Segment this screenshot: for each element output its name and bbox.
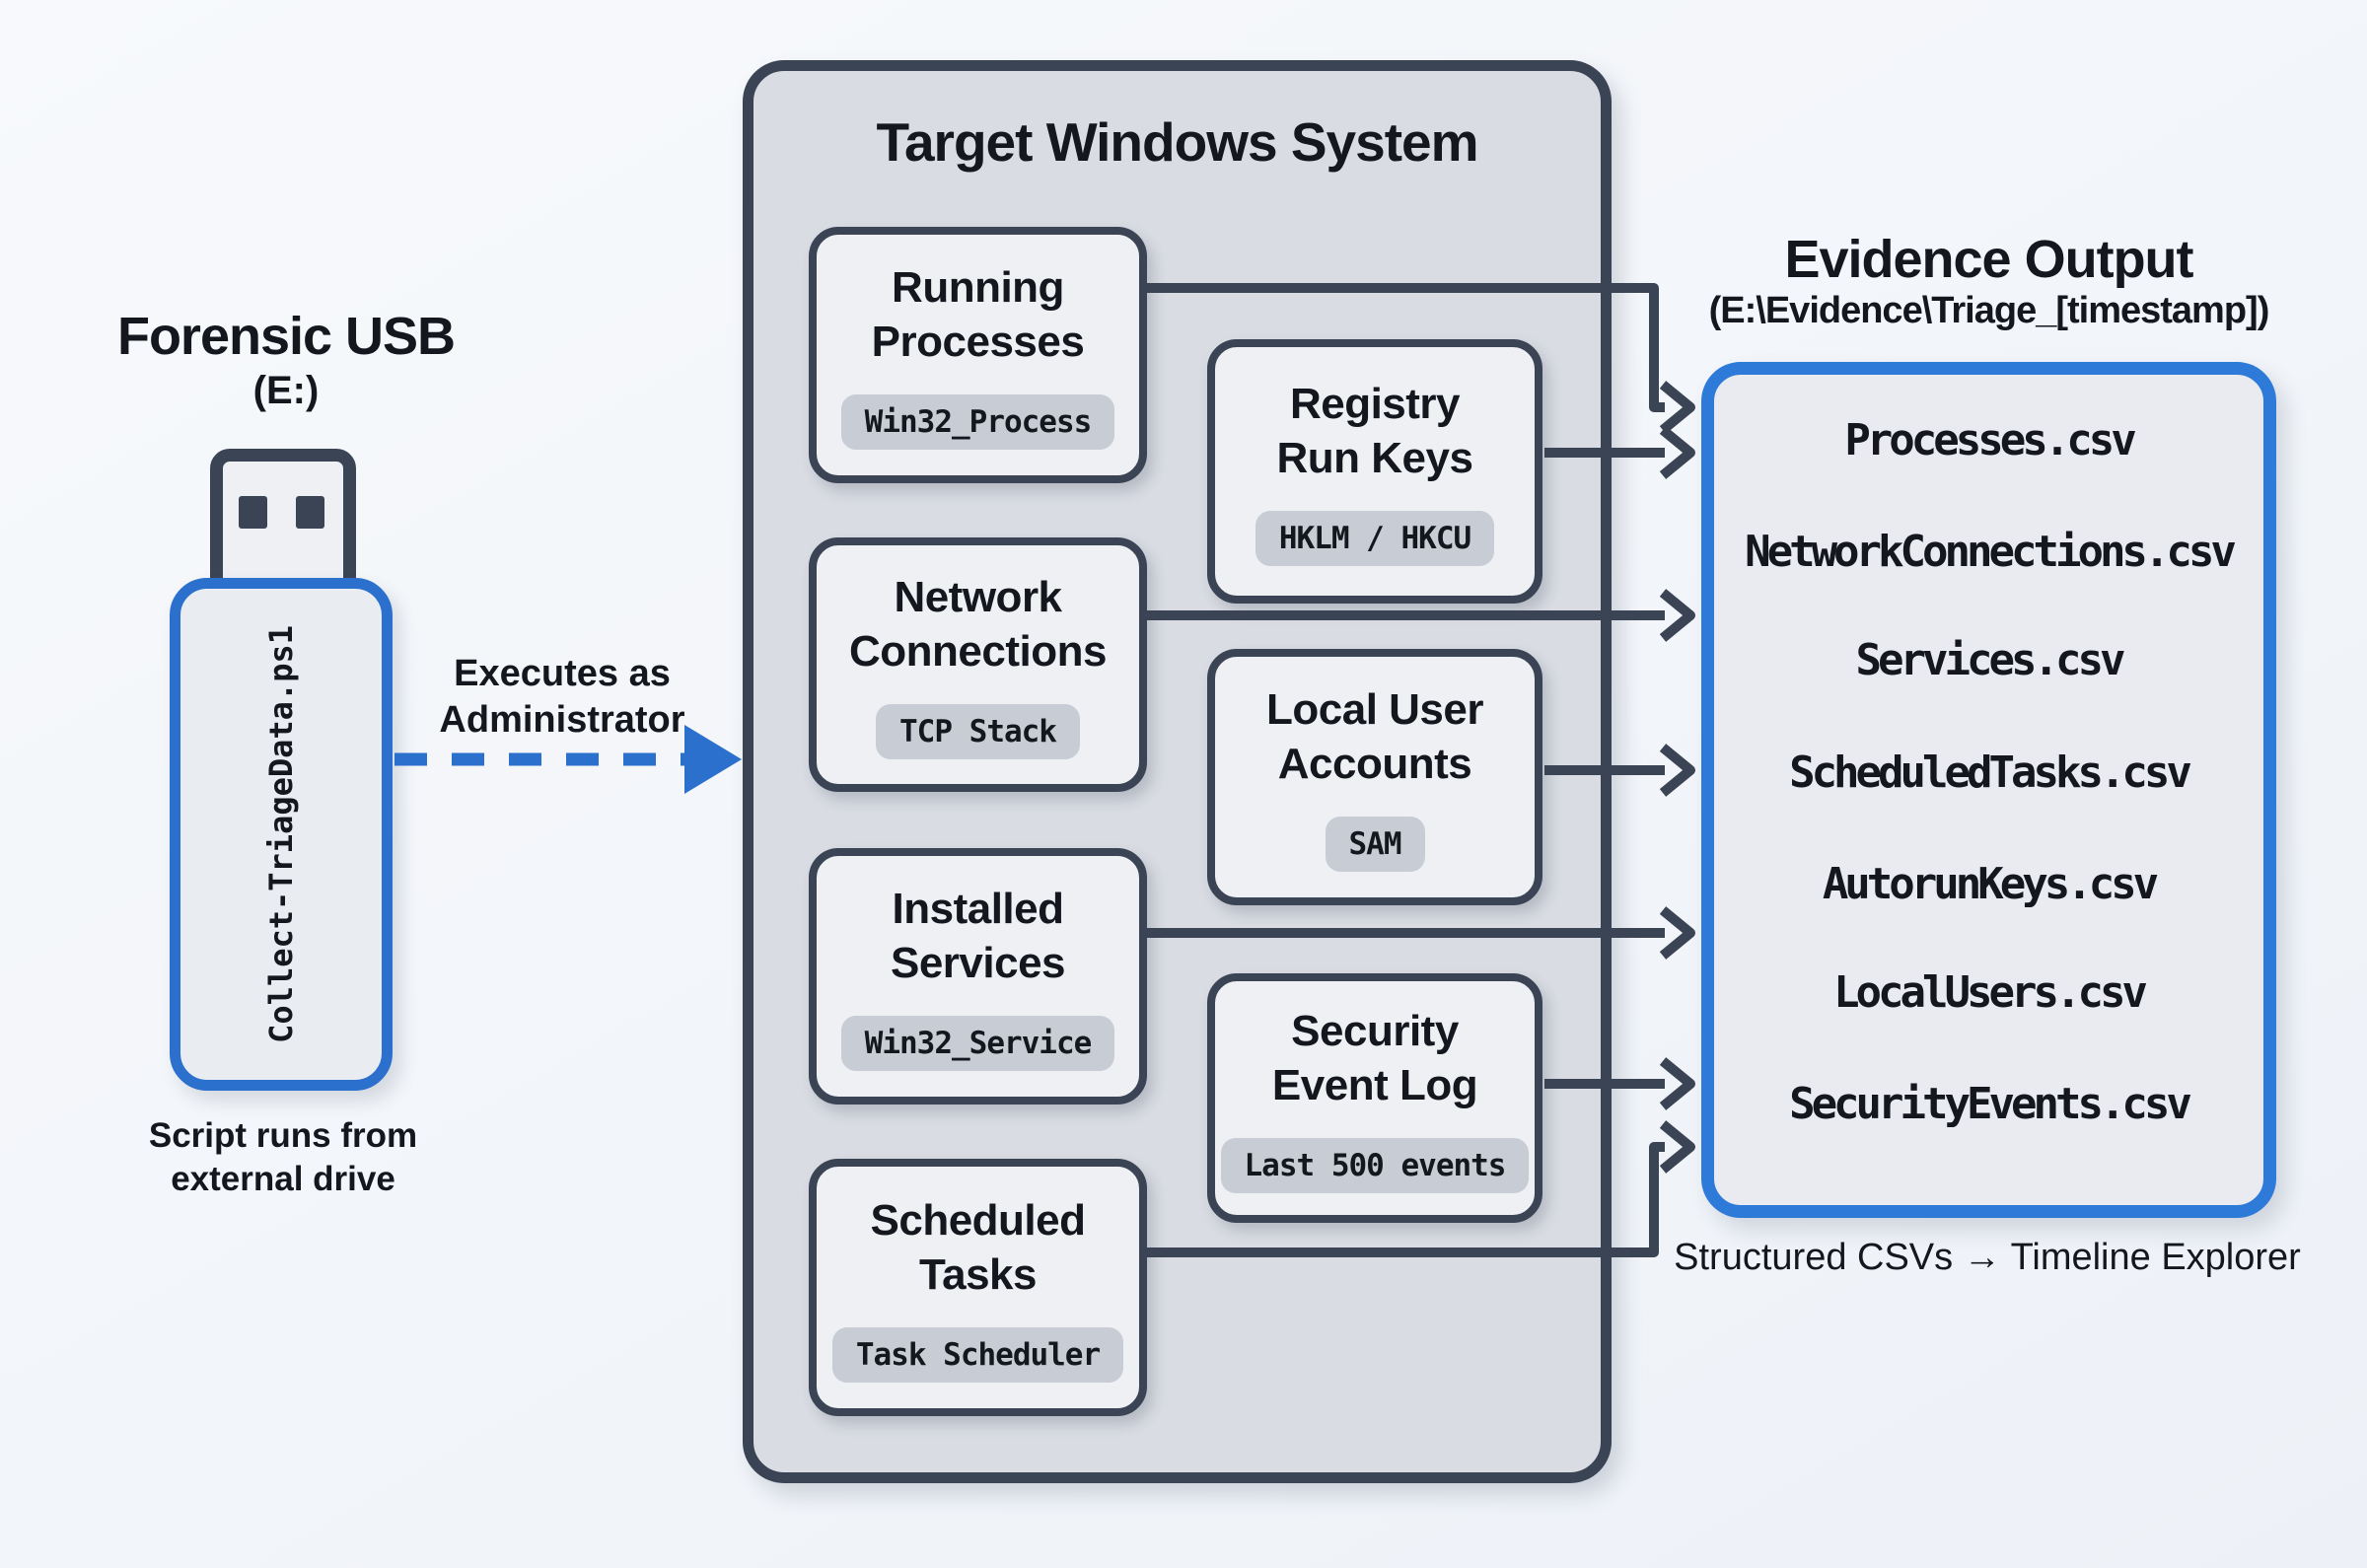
source-box-local-user-accounts: Local User Accounts SAM [1207, 649, 1542, 905]
usb-connector-pin-icon [296, 496, 324, 529]
source-box-title: Security Event Log [1271, 1006, 1478, 1109]
evidence-output-path: (E:\Evidence\Triage_[timestamp]) [1708, 290, 2270, 331]
source-box-badge: Last 500 events [1220, 1137, 1530, 1193]
usb-script-label: Collect-TriageData.ps1 [262, 625, 300, 1043]
source-box-network-connections: Network Connections TCP Stack [809, 537, 1147, 792]
target-windows-system-title: Target Windows System [876, 111, 1478, 173]
evidence-file-item: ScheduledTasks.csv [1789, 748, 2192, 798]
source-box-installed-services: Installed Services Win32_Service [809, 848, 1147, 1105]
source-box-badge: Win32_Process [840, 394, 1115, 450]
source-box-badge: SAM [1325, 817, 1425, 872]
usb-drive-letter: (E:) [252, 369, 320, 412]
source-box-badge: Win32_Service [840, 1016, 1115, 1071]
evidence-output-title: Evidence Output [1784, 230, 2193, 289]
source-box-title: Running Processes [871, 263, 1085, 366]
usb-connector-pin-icon [239, 496, 267, 529]
evidence-file-item: LocalUsers.csv [1833, 967, 2148, 1018]
source-box-scheduled-tasks: Scheduled Tasks Task Scheduler [809, 1159, 1147, 1416]
source-box-title: Network Connections [849, 573, 1107, 676]
source-box-registry-run-keys: Registry Run Keys HKLM / HKCU [1207, 339, 1542, 604]
usb-caption: Script runs from external drive [148, 1116, 418, 1198]
source-box-badge: HKLM / HKCU [1255, 511, 1495, 566]
evidence-file-item: Processes.csv [1844, 415, 2136, 465]
source-box-title: Installed Services [890, 885, 1066, 987]
source-box-title: Registry Run Keys [1276, 380, 1473, 482]
usb-body: Collect-TriageData.ps1 [170, 578, 393, 1091]
evidence-caption: Structured CSVs → Timeline Explorer [1674, 1237, 2301, 1278]
evidence-file-item: NetworkConnections.csv [1745, 527, 2237, 577]
source-box-badge: TCP Stack [876, 704, 1080, 759]
evidence-file-item: AutorunKeys.csv [1822, 859, 2159, 909]
evidence-file-item: SecurityEvents.csv [1789, 1079, 2192, 1129]
source-box-security-event-log: Security Event Log Last 500 events [1207, 973, 1542, 1223]
source-box-running-processes: Running Processes Win32_Process [809, 227, 1147, 483]
source-box-badge: Task Scheduler [831, 1326, 1124, 1383]
usb-section-title: Forensic USB [116, 307, 456, 366]
source-box-title: Scheduled Tasks [870, 1195, 1087, 1299]
evidence-file-item: Services.csv [1855, 635, 2126, 685]
execute-as-admin-label: Executes as Administrator [439, 653, 685, 741]
source-box-title: Local User Accounts [1266, 685, 1483, 788]
usb-connector-icon [210, 449, 356, 597]
evidence-output-panel [1701, 362, 2276, 1218]
